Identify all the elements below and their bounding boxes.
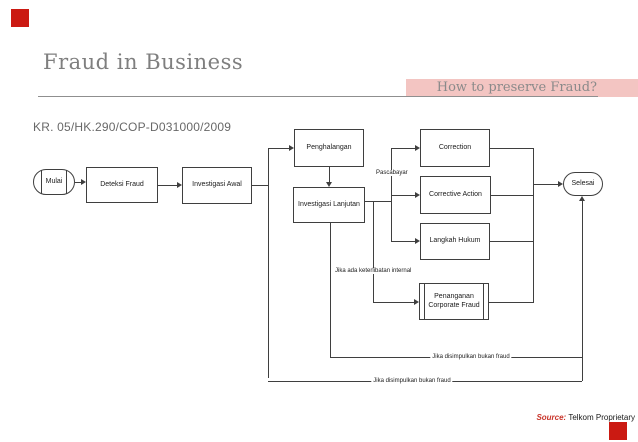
subtitle-highlight-band	[406, 79, 638, 97]
arrowhead-into-invawal	[177, 182, 182, 188]
source-attribution: Source: Telkom Proprietary	[536, 413, 635, 422]
arrowhead-into-penanganan	[414, 299, 419, 305]
node-corrective-action: Corrective Action	[420, 176, 491, 214]
return-line-up-to-selesai	[582, 201, 583, 381]
arrowhead-into-deteksi	[81, 179, 86, 185]
page-title: Fraud in Business	[43, 50, 244, 74]
page-subtitle: How to preserve Fraud?	[436, 80, 597, 95]
connector-penghalangan-invlanjutan	[329, 167, 330, 182]
node-penghalangan: Penghalangan	[294, 129, 364, 167]
node-langkah-hukum: Langkah Hukum	[420, 223, 490, 260]
connector-invawal-branch	[252, 185, 268, 186]
edge-label-bukan-fraud-upper: Jika disimpulkan bukan fraud	[430, 354, 512, 360]
edge-label-pascabayar: Pascabayar	[374, 170, 410, 176]
connector-invlanjutan-junction	[365, 201, 391, 202]
source-value: Telkom Proprietary	[568, 413, 635, 422]
node-investigasi-awal: Investigasi Awal	[182, 167, 252, 204]
arrowhead-into-corrective	[415, 192, 420, 198]
corner-accent-square-top-left	[11, 9, 29, 27]
arrowhead-into-selesai-bottom	[579, 196, 585, 201]
document-reference: KR. 05/HK.290/COP-D031000/2009	[33, 120, 232, 134]
connector-mulai-deteksi	[75, 182, 82, 183]
node-correction: Correction	[420, 129, 490, 167]
connector-penanganan-collector	[489, 302, 533, 303]
corner-accent-square-bottom-right	[609, 422, 627, 440]
arrowhead-into-correction	[415, 145, 420, 151]
arrowhead-into-invlanjutan	[326, 182, 332, 187]
arrowhead-into-selesai	[558, 181, 563, 187]
node-penanganan-corporate-fraud: Penanganan Corporate Fraud	[419, 283, 489, 320]
connector-collector-selesai	[533, 184, 558, 185]
connector-correction-collector	[490, 148, 533, 149]
node-selesai-terminator: Selesai	[563, 172, 603, 196]
junction-vertical-line	[391, 148, 392, 241]
connector-into-penanganan	[373, 302, 414, 303]
connector-branch-penghalangan	[268, 148, 289, 149]
connector-drop-penanganan	[373, 201, 374, 302]
connector-deteksi-invawal	[158, 185, 177, 186]
edge-label-bukan-fraud-lower: Jika disimpulkan bukan fraud	[371, 378, 453, 384]
header-divider-line	[38, 96, 598, 97]
branch-vertical-line	[268, 148, 269, 378]
return-line-invlanjutan-down	[330, 223, 331, 357]
connector-langkah-collector	[490, 241, 533, 242]
node-mulai-terminator: Mulai	[33, 169, 75, 195]
node-deteksi-fraud: Deteksi Fraud	[86, 167, 158, 203]
arrowhead-into-penghalangan	[289, 145, 294, 151]
node-investigasi-lanjutan: Investigasi Lanjutan	[293, 187, 365, 223]
collector-vertical-line	[533, 148, 534, 303]
connector-junction-correction	[391, 148, 415, 149]
connector-junction-corrective	[391, 195, 415, 196]
edge-label-keterlibatan-internal: Jika ada keterlibatan internal	[333, 268, 414, 274]
connector-junction-langkah	[391, 241, 415, 242]
arrowhead-into-langkah	[415, 238, 420, 244]
connector-corrective-collector	[491, 195, 533, 196]
source-label: Source:	[536, 413, 567, 422]
